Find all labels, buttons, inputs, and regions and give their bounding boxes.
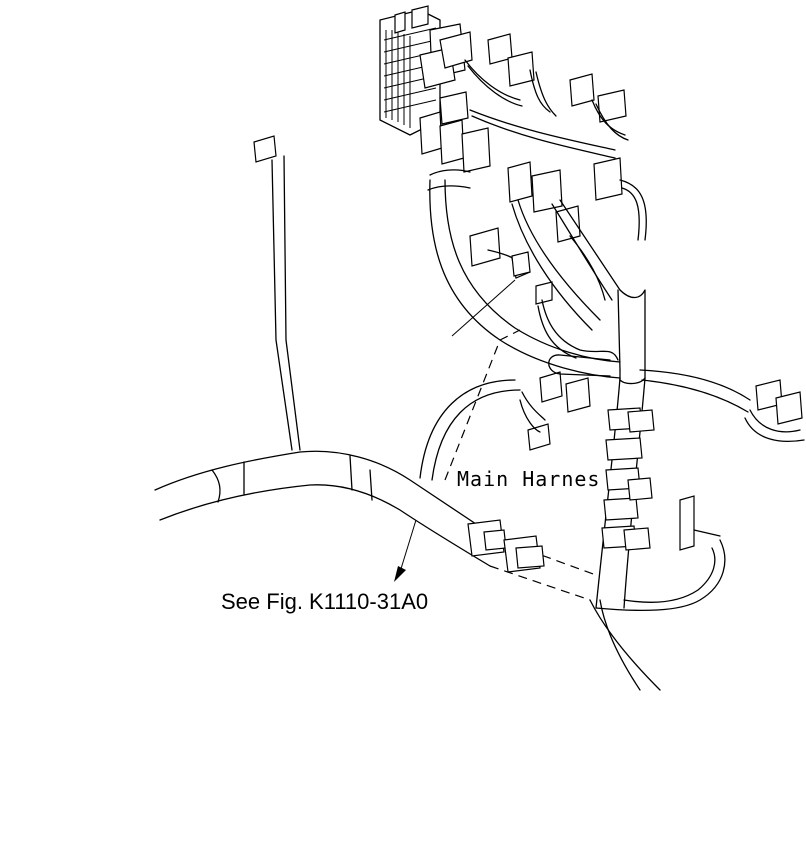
figure-reference-label: See Fig. K1110-31A0 xyxy=(221,589,428,614)
fuse-relay-block xyxy=(379,5,473,136)
harness-clamps xyxy=(601,407,655,551)
lower-harness xyxy=(154,155,726,691)
relay-group xyxy=(253,33,803,551)
branch-wires xyxy=(464,59,647,361)
leader-lines xyxy=(394,251,531,582)
arrow-head-icon xyxy=(394,566,406,582)
main-harness-label: Main Harnes xyxy=(457,467,600,491)
